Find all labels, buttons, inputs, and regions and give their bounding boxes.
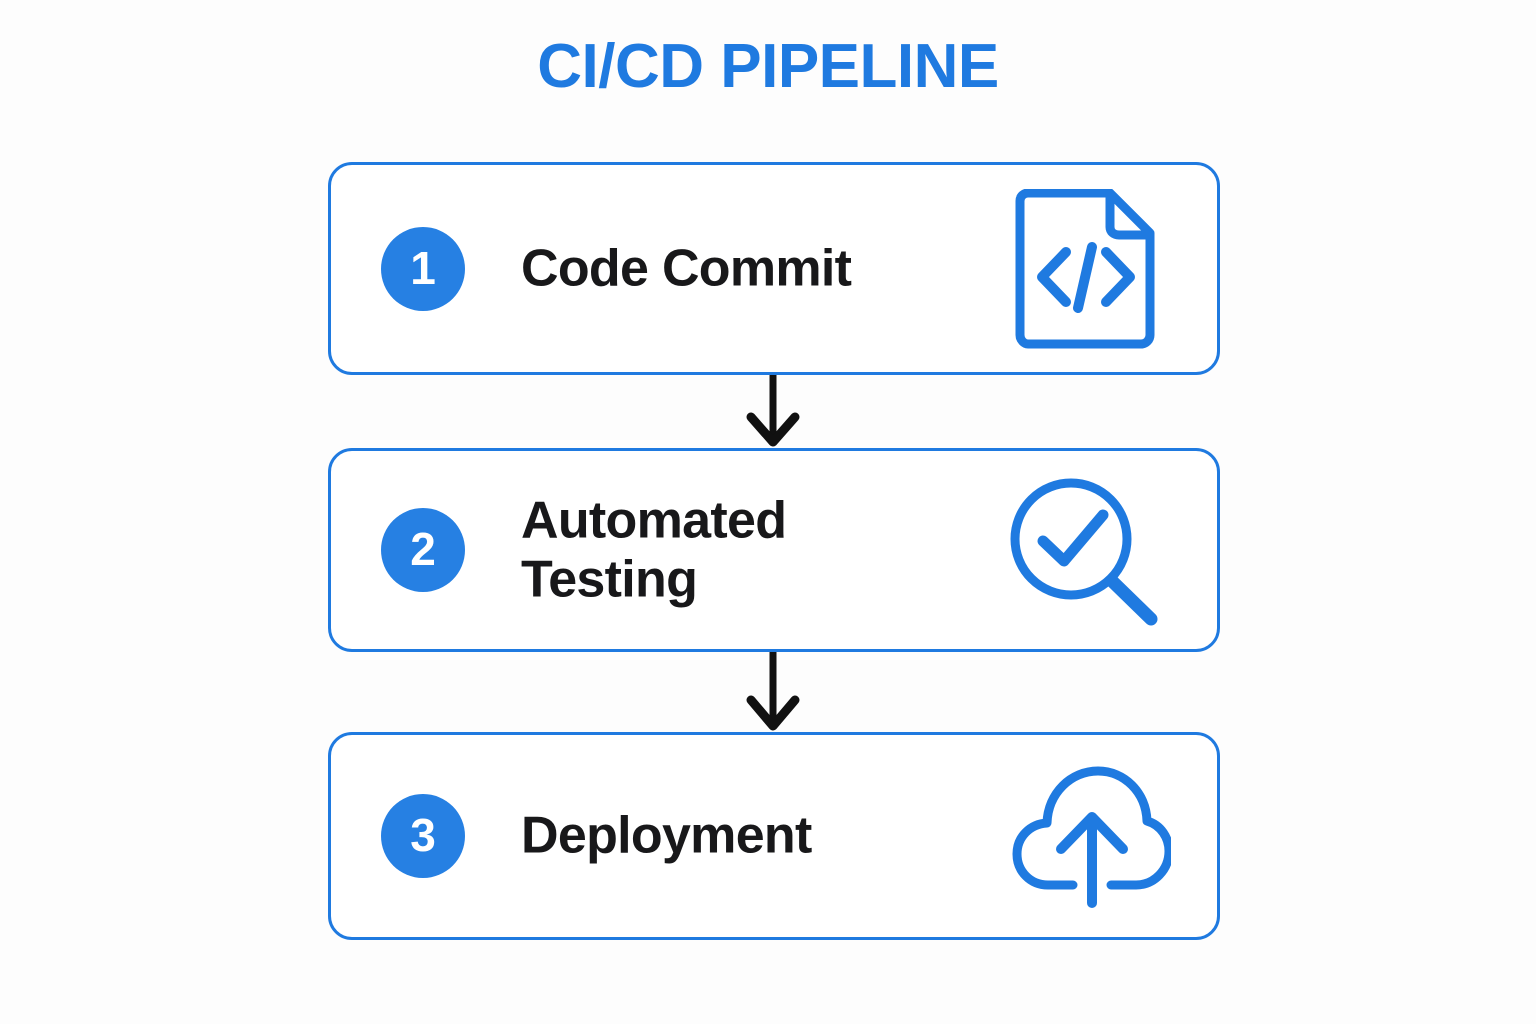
step-title-2: Automated Testing xyxy=(521,491,787,608)
pipeline-step-card-2[interactable]: 2 Automated Testing xyxy=(328,448,1220,652)
card-content: 2 Automated Testing xyxy=(331,451,1217,649)
step-title-1: Code Commit xyxy=(521,239,852,298)
code-file-icon xyxy=(1005,188,1165,349)
step-number-label: 1 xyxy=(410,241,436,294)
card-content: 1 Code Commit xyxy=(331,165,1217,372)
pipeline-step-card-1[interactable]: 1 Code Commit xyxy=(328,162,1220,375)
step-title-3: Deployment xyxy=(521,806,812,865)
step-number-badge-3: 3 xyxy=(381,794,465,878)
magnifier-check-icon xyxy=(1005,470,1165,630)
arrow-down-icon-2 xyxy=(737,652,809,732)
arrow-down-icon-1 xyxy=(737,375,809,448)
step-number-label: 2 xyxy=(410,523,436,575)
step-number-badge-2: 2 xyxy=(381,508,465,592)
step-number-badge-1: 1 xyxy=(381,226,465,311)
page-title: CI/CD PIPELINE xyxy=(537,32,999,101)
cloud-upload-icon xyxy=(1011,756,1171,916)
pipeline-step-card-3[interactable]: 3 Deployment xyxy=(328,732,1220,940)
card-content: 3 Deployment xyxy=(331,735,1217,937)
step-number-label: 3 xyxy=(410,809,436,861)
